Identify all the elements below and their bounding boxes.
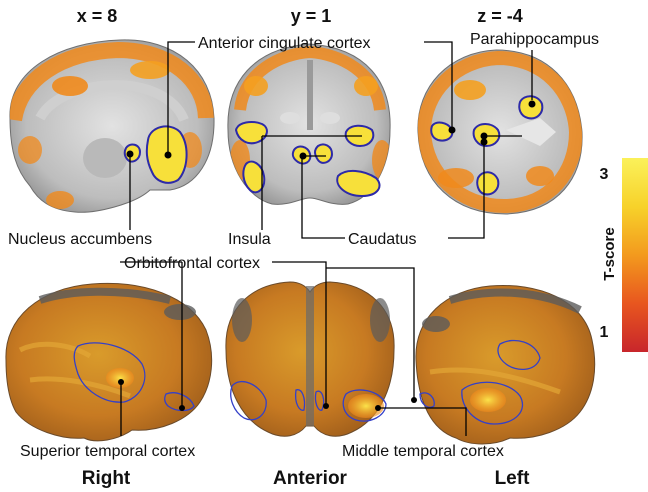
- right-hemisphere-surface: [5, 282, 213, 442]
- leader-lines: [118, 41, 536, 436]
- view-label-right: Right: [82, 468, 131, 489]
- label-anterior-cingulate: Anterior cingulate cortex: [198, 35, 371, 52]
- label-parahippocampus: Parahippocampus: [470, 31, 599, 48]
- view-label-left: Left: [495, 468, 531, 489]
- slice-title-sagittal: x = 8: [77, 6, 118, 26]
- label-nucleus-accumbens: Nucleus accumbens: [8, 231, 152, 248]
- left-hemisphere-surface: [415, 284, 596, 445]
- label-superior-temporal: Superior temporal cortex: [20, 443, 195, 460]
- axial-slice: [417, 49, 583, 215]
- region-labels: Anterior cingulate cortex Parahippocampu…: [8, 31, 599, 460]
- colorbar-min-label: 1: [600, 324, 609, 341]
- view-label-anterior: Anterior: [273, 468, 348, 489]
- slice-title-coronal: y = 1: [291, 6, 332, 26]
- colorbar-gradient: [622, 158, 648, 352]
- anterior-surface: [225, 281, 395, 437]
- coronal-slice: [227, 43, 391, 205]
- colorbar: 3 1 T-score: [600, 158, 648, 352]
- slice-title-axial: z = -4: [477, 6, 523, 26]
- label-middle-temporal: Middle temporal cortex: [342, 443, 504, 460]
- colorbar-title: T-score: [601, 227, 618, 280]
- colorbar-max-label: 3: [600, 166, 609, 183]
- sagittal-slice: [9, 39, 215, 213]
- label-caudatus: Caudatus: [348, 231, 417, 248]
- label-orbitofrontal: Orbitofrontal cortex: [124, 255, 260, 272]
- label-insula: Insula: [228, 231, 271, 248]
